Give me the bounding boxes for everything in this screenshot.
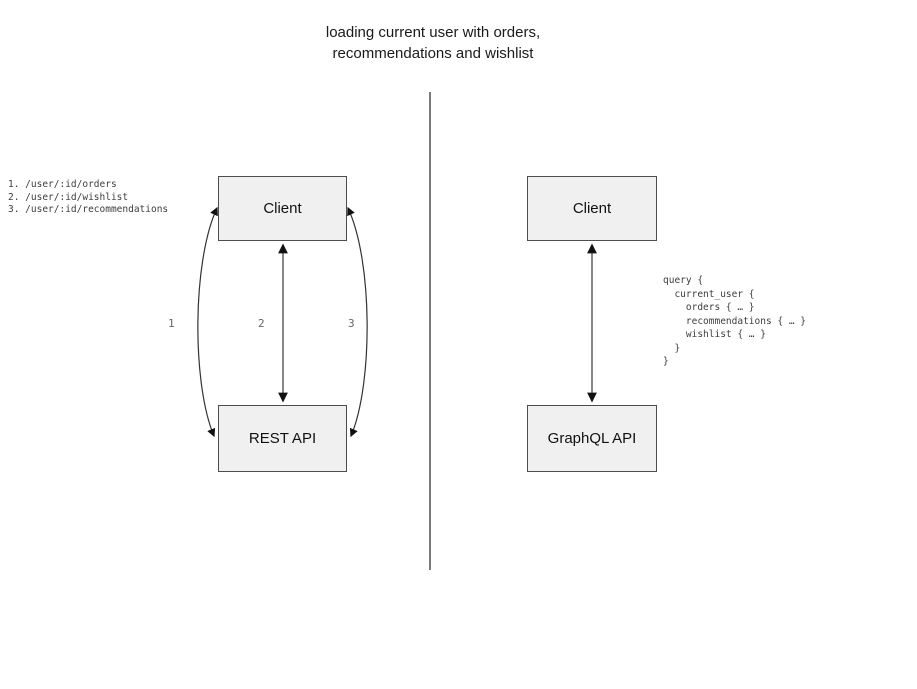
graphql-api-box: GraphQL API <box>527 405 657 472</box>
query-line: orders { … } <box>663 302 755 313</box>
title-line-1: loading current user with orders, <box>325 24 541 41</box>
diagram-title: loading current user with orders, recomm… <box>0 22 866 64</box>
rest-client-label: Client <box>263 200 302 217</box>
query-line: } <box>663 356 669 367</box>
rest-api-box: REST API <box>218 405 347 472</box>
endpoint-line: 3. /user/:id/recommendations <box>8 204 169 215</box>
arrow-label-2: 2 <box>258 317 265 330</box>
title-line-2: recommendations and wishlist <box>332 45 534 62</box>
graphql-client-box: Client <box>527 176 657 241</box>
query-line: query { <box>663 275 704 286</box>
graphql-client-label: Client <box>572 200 612 217</box>
query-line: current_user { <box>663 288 755 300</box>
graphql-api-label: GraphQL API <box>547 430 637 447</box>
endpoint-line: 2. /user/:id/wishlist <box>8 191 129 203</box>
endpoint-line: 1. /user/:id/orders <box>8 179 117 190</box>
arrow-label-3: 3 <box>348 317 355 330</box>
query-line: wishlist { … } <box>663 329 766 340</box>
rest-arrow-1-orders <box>197 206 218 438</box>
rest-api-label: REST API <box>248 430 317 447</box>
query-line: } <box>663 342 681 354</box>
graphql-query-snippet: query { current_user { orders { … } reco… <box>663 274 806 369</box>
query-line: recommendations { … } <box>663 315 806 327</box>
rest-client-box: Client <box>218 176 347 241</box>
arrow-label-1: 1 <box>168 317 175 330</box>
vertical-divider <box>429 92 431 570</box>
